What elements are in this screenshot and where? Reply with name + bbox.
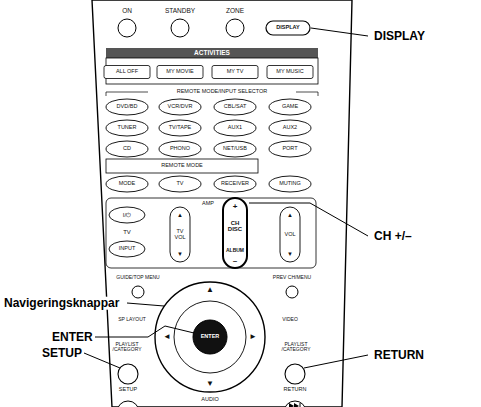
button-label: AUDIO [201,397,218,403]
button-label: PREV CH/MENU [273,275,311,280]
button-label: MODE [119,181,136,187]
button-label: NET/USB [223,146,247,152]
callout-label: ENTER [50,331,95,344]
button-label: – [233,257,237,265]
button-label: SP LAYOUT [118,317,146,322]
button-label: ALL OFF [116,69,138,75]
button-label: CBL/SAT [224,104,247,110]
callout-label: RETURN [372,349,426,362]
callout-label: Navigeringsknappar [2,297,121,310]
button-label: PHONO [170,146,190,152]
button-label: ACTIVITIES [194,50,230,57]
button-label: ▼ [177,251,183,257]
button-label: AUX2 [283,125,297,131]
button-label: AMP [202,201,214,207]
button-label: VIDEO [282,317,298,322]
button-label: INPUT [119,246,136,252]
callout-label: CH +/– [372,230,414,243]
button-label: PLAYLIST /CATEGORY [281,342,311,353]
button-label: ▼ [287,251,293,257]
button-label: MY MOVIE [166,69,193,75]
button-label: ► [249,333,257,341]
button-label: DISPLAY [276,25,299,31]
button-label: RETURN [284,387,307,393]
button-label: AUX1 [228,125,242,131]
callout-label: SETUP [40,347,84,360]
button-label: ▲ [287,212,293,218]
button-label: ▼ [206,380,214,388]
button-label: REMOTE MODE [161,163,203,169]
button-label: ON [122,8,132,15]
button-label: TV/TAPE [169,125,192,131]
button-label: MUTING [279,181,301,187]
button-label: MY TV [227,69,244,75]
button-label: VOL [284,232,295,238]
button-label: PLAYLIST /CATEGORY [112,342,142,353]
button-label: ZONE [226,8,244,15]
button-label: TV VOL [172,229,188,241]
button-label: I/⏻ [123,212,131,218]
button-label: RECEIVER [221,181,249,187]
button-label: CD [123,146,131,152]
button-label: TV [123,229,131,235]
button-label: PORT [282,146,297,152]
button-label: VCR/DVR [168,104,193,110]
button-label: MY MUSIC [276,69,303,75]
button-label: ALBUM [226,248,244,253]
button-label: ▲ [206,286,214,294]
button-label: DVD/BD [117,104,138,110]
callout-label: DISPLAY [372,30,427,43]
button-label: ENTER [201,334,220,340]
button-label: STANDBY [165,8,195,15]
button-label: GUIDE/TOP MENU [116,275,159,280]
button-label: CH DISC [225,220,245,233]
button-label: ▲ [177,212,183,218]
button-label: TV [176,181,183,187]
button-label: REMOTE MODE/INPUT SELECTOR [177,89,268,95]
button-label: GAME [282,104,298,110]
button-label: + [233,203,238,211]
button-label: ◄ [163,333,171,341]
button-label: SETUP [119,387,137,393]
button-label: TUNER [118,125,137,131]
